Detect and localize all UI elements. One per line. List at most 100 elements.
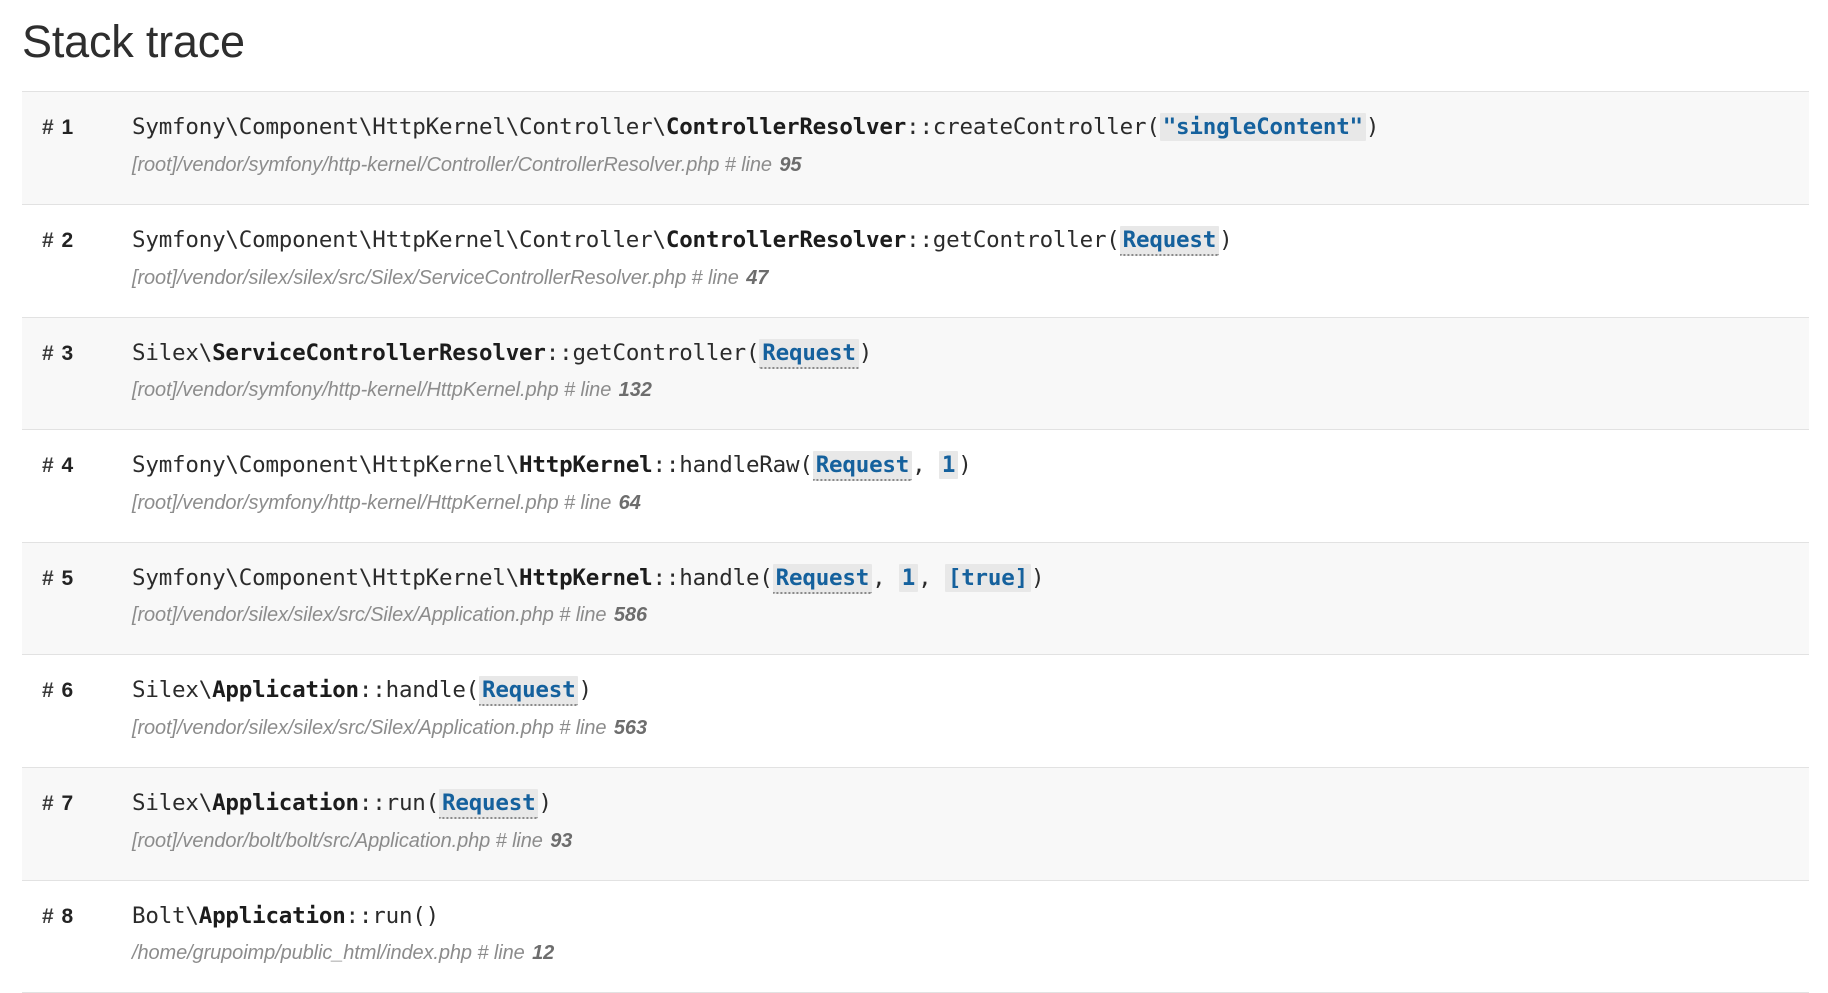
frame-call-signature: Symfony\Component\HttpKernel\HttpKernel:… <box>132 449 1797 482</box>
frame-close-paren: ) <box>1219 226 1233 253</box>
frame-index-number: 1 <box>61 116 74 140</box>
stack-frame-row: # 6 Silex\Application::handle(Request)[ro… <box>22 654 1809 768</box>
frame-argument: 1 <box>938 451 959 480</box>
frame-argument: "singleContent" <box>1159 113 1366 142</box>
frame-body-cell: Symfony\Component\HttpKernel\Controller\… <box>122 92 1809 205</box>
frame-close-paren: ) <box>425 902 440 929</box>
frame-close-paren: ) <box>858 339 873 366</box>
frame-open-paren: ( <box>799 452 813 479</box>
frame-file-path: [root]/vendor/symfony/http-kernel/Contro… <box>132 153 725 176</box>
frame-hash-symbol: # <box>42 454 62 478</box>
frame-open-paren: ( <box>425 790 440 816</box>
frame-file-location: /home/grupoimp/public_html/index.php # l… <box>132 938 1797 968</box>
frame-file-path: [root]/vendor/symfony/http-kernel/HttpKe… <box>132 379 564 402</box>
frame-class-name: ServiceControllerResolver <box>212 339 546 366</box>
frame-call-signature: Silex\Application::run(Request) <box>132 787 1797 820</box>
frame-argument[interactable]: Request <box>812 451 913 482</box>
frame-argument[interactable]: Request <box>772 563 873 594</box>
frame-namespace: Symfony\Component\HttpKernel\Controller\ <box>132 114 666 141</box>
frame-line-number: 93 <box>544 829 573 852</box>
frame-hash-symbol: # <box>42 228 62 252</box>
frame-class-name: Application <box>212 790 359 816</box>
frame-method-name: handleRaw <box>679 452 800 479</box>
frame-file-location: [root]/vendor/silex/silex/src/Silex/Appl… <box>132 600 1797 630</box>
frame-file-path: /home/grupoimp/public_html/index.php <box>132 942 478 965</box>
frame-separator: :: <box>545 339 573 366</box>
frame-method-name: createController <box>932 114 1147 141</box>
frame-file-location: [root]/vendor/silex/silex/src/Silex/Appl… <box>132 713 1797 743</box>
frame-line-label: # line <box>495 829 543 852</box>
frame-separator: :: <box>358 790 386 816</box>
frame-file-path: [root]/vendor/silex/silex/src/Silex/Serv… <box>132 266 692 289</box>
frame-line-number: 64 <box>613 491 641 514</box>
frame-line-label: # line <box>559 604 607 627</box>
frame-file-path: [root]/vendor/silex/silex/src/Silex/Appl… <box>132 604 560 627</box>
frame-method-name: handle <box>679 564 760 591</box>
frame-separator: :: <box>906 114 933 141</box>
frame-index-cell: # 6 <box>22 655 122 768</box>
frame-index-number: 2 <box>61 228 74 252</box>
frame-open-paren: ( <box>412 902 426 929</box>
frame-index-number: 5 <box>61 566 74 590</box>
frame-file-location: [root]/vendor/symfony/http-kernel/Contro… <box>132 150 1797 180</box>
frame-file-path: [root]/vendor/bolt/bolt/src/Application.… <box>132 829 496 852</box>
frame-close-paren: ) <box>538 790 552 816</box>
frame-close-paren: ) <box>1030 564 1045 591</box>
frame-namespace: Silex\ <box>132 790 213 816</box>
frame-open-paren: ( <box>465 677 480 704</box>
frame-class-name: ControllerResolver <box>665 226 907 253</box>
frame-call-signature: Silex\Application::handle(Request) <box>132 674 1797 707</box>
frame-index-number: 7 <box>61 792 74 815</box>
frame-separator: :: <box>345 902 373 929</box>
frame-line-number: 132 <box>613 379 652 402</box>
frame-line-label: # line <box>724 153 772 176</box>
frame-argument: [true] <box>944 563 1031 592</box>
frame-argument[interactable]: Request <box>759 338 859 369</box>
frame-index-cell: # 2 <box>22 204 122 317</box>
frame-class-name: HttpKernel <box>519 564 653 591</box>
frame-line-label: # line <box>691 266 739 289</box>
frame-hash-symbol: # <box>42 341 62 365</box>
frame-file-location: [root]/vendor/symfony/http-kernel/HttpKe… <box>132 375 1797 405</box>
frame-argument[interactable]: Request <box>479 676 579 707</box>
frame-index-number: 3 <box>61 341 74 365</box>
frame-namespace: Silex\ <box>132 677 213 704</box>
frame-index-cell: # 4 <box>22 430 122 543</box>
frame-body-cell: Silex\Application::run(Request)[root]/ve… <box>122 768 1809 881</box>
frame-index-cell: # 3 <box>22 317 122 430</box>
frame-hash-symbol: # <box>42 566 62 590</box>
frame-file-path: [root]/vendor/silex/silex/src/Silex/Appl… <box>132 717 560 739</box>
frame-index-number: 4 <box>61 454 74 478</box>
page-title: Stack trace <box>22 16 245 67</box>
frame-index-cell: # 1 <box>22 92 122 205</box>
stack-frame-row: # 5 Symfony\Component\HttpKernel\HttpKern… <box>22 542 1809 655</box>
frame-separator: :: <box>652 564 680 591</box>
frame-body-cell: Symfony\Component\HttpKernel\HttpKernel:… <box>122 542 1809 655</box>
frame-namespace: Symfony\Component\HttpKernel\ <box>132 564 520 591</box>
frame-index-number: 6 <box>61 679 74 703</box>
frame-file-location: [root]/vendor/silex/silex/src/Silex/Serv… <box>132 263 1797 293</box>
frame-file-location: [root]/vendor/bolt/bolt/src/Application.… <box>132 826 1797 856</box>
stack-frame-row: # 4 Symfony\Component\HttpKernel\HttpKern… <box>22 429 1809 543</box>
frame-argument[interactable]: Request <box>1119 225 1220 256</box>
frame-call-signature: Symfony\Component\HttpKernel\HttpKernel:… <box>132 562 1797 595</box>
frame-class-name: ControllerResolver <box>665 114 907 141</box>
frame-index-cell: # 8 <box>22 880 122 993</box>
frame-open-paren: ( <box>1106 226 1120 253</box>
frame-argument[interactable]: Request <box>439 789 539 819</box>
frame-call-signature: Symfony\Component\HttpKernel\Controller\… <box>132 224 1797 257</box>
frame-body-cell: Bolt\Application::run()/home/grupoimp/pu… <box>122 880 1809 993</box>
stack-frame-row: # 2 Symfony\Component\HttpKernel\Controll… <box>22 204 1809 317</box>
frame-method-name: run <box>372 902 413 929</box>
frame-arg-comma: , <box>912 452 939 479</box>
frame-arg-comma: , <box>918 564 945 591</box>
frame-call-signature: Bolt\Application::run() <box>132 900 1797 933</box>
frame-line-label: # line <box>564 379 612 402</box>
frame-namespace: Symfony\Component\HttpKernel\Controller\ <box>132 226 666 253</box>
